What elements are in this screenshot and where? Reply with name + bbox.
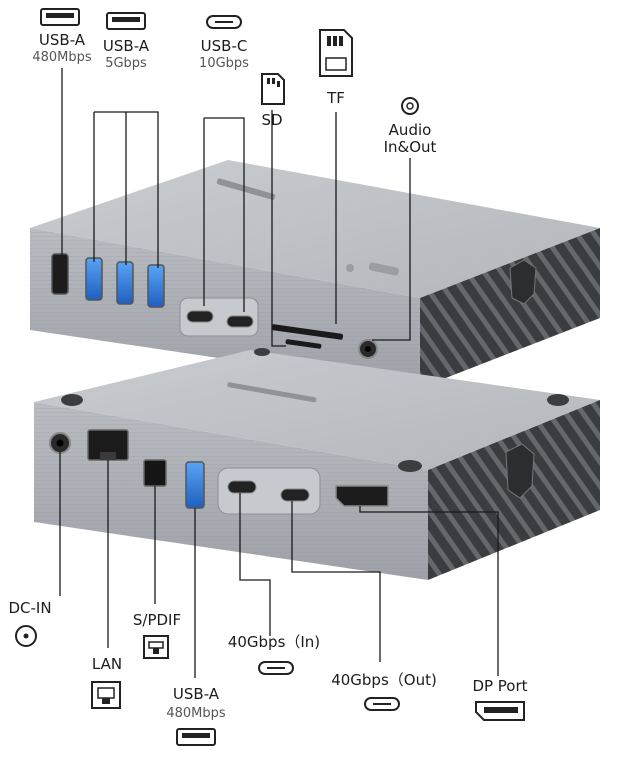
top-dock-unit bbox=[30, 160, 600, 388]
usb-c-icon bbox=[364, 696, 400, 715]
label-spdif: S/PDIF bbox=[132, 611, 182, 629]
label-usb-a-bottom-speed: 480Mbps bbox=[166, 706, 226, 721]
top-tf-slot bbox=[285, 339, 322, 349]
usb-a-icon bbox=[176, 728, 216, 750]
audio-jack-icon bbox=[400, 96, 420, 120]
label-usb-a-5g-speed: 5Gbps bbox=[105, 56, 147, 71]
tf-card-icon bbox=[318, 28, 354, 82]
label-lan: LAN bbox=[91, 655, 123, 673]
label-dc-in: DC-IN bbox=[8, 599, 52, 617]
label-usb-c-speed: 10Gbps bbox=[199, 56, 249, 71]
label-sd: SD bbox=[261, 111, 283, 129]
top-sd-slot bbox=[271, 324, 344, 340]
usb-c-icon bbox=[206, 14, 242, 33]
sd-card-icon bbox=[260, 72, 286, 110]
top-usb-c-port-2 bbox=[226, 315, 254, 328]
label-usb-a-480-speed: 480Mbps bbox=[32, 50, 92, 65]
usb-a-icon bbox=[40, 8, 80, 30]
dc-power-icon bbox=[14, 624, 38, 652]
top-usb-c-port-1 bbox=[186, 310, 214, 323]
bottom-tb-out-port bbox=[280, 488, 310, 502]
top-usb-a-5g-port-2 bbox=[116, 261, 134, 305]
label-usb-a-bottom: USB-A bbox=[172, 685, 220, 703]
label-audio: Audio In&Out bbox=[383, 121, 437, 156]
bottom-usb-a-port bbox=[185, 461, 205, 509]
leader-lines bbox=[59, 68, 499, 678]
label-usb-a-480: USB-A bbox=[38, 31, 86, 49]
top-usb-a-5g-port-3 bbox=[147, 264, 165, 308]
label-tf: TF bbox=[327, 89, 345, 107]
bottom-dp-port bbox=[335, 485, 389, 507]
label-usb-c: USB-C bbox=[200, 37, 248, 55]
label-usb-a-5g: USB-A bbox=[102, 37, 150, 55]
bottom-tb-in-port bbox=[227, 480, 257, 494]
label-tb-out: 40Gbps（Out) bbox=[331, 671, 437, 689]
ethernet-icon bbox=[90, 680, 122, 714]
usb-c-icon bbox=[258, 660, 294, 679]
label-tb-in: 40Gbps（In) bbox=[227, 633, 321, 651]
usb-a-icon bbox=[106, 12, 146, 34]
label-dp-port: DP Port bbox=[472, 677, 528, 695]
bottom-dock-unit bbox=[34, 348, 600, 580]
top-usb-a-480-port bbox=[51, 253, 69, 295]
top-usb-a-5g-port-1 bbox=[85, 257, 103, 301]
bottom-spdif-port bbox=[143, 459, 167, 487]
displayport-icon bbox=[474, 700, 526, 726]
spdif-icon bbox=[142, 634, 170, 664]
